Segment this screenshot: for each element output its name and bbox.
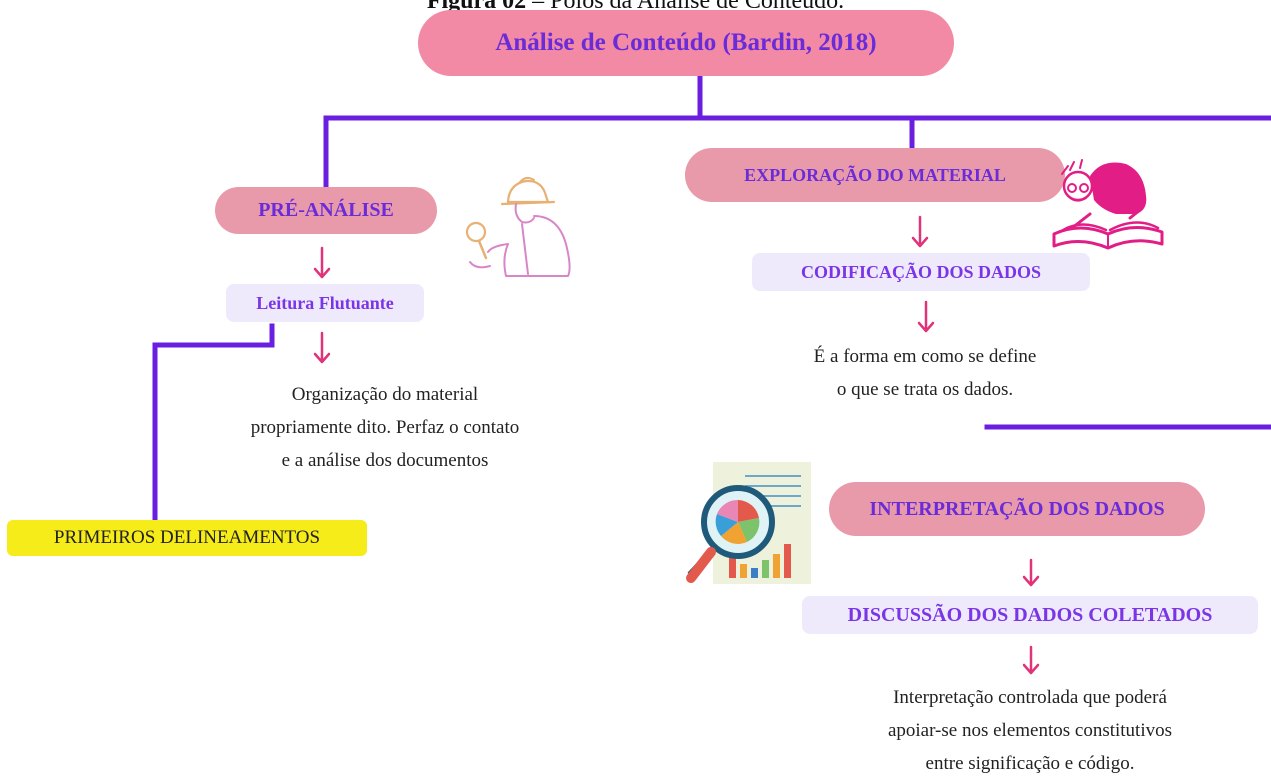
description-line: Interpretação controlada que poderá	[893, 687, 1167, 708]
arrow-int-1	[1022, 558, 1040, 587]
description-line: É a forma em como se define	[813, 346, 1037, 367]
pre-analise-title: PRÉ-ANÁLISE	[215, 187, 437, 234]
description-line: o que se trata os dados.	[836, 379, 1014, 400]
pre-analise-description: Organização do material propriamente dit…	[220, 378, 550, 477]
arrow-exp-2	[917, 300, 935, 333]
branch-delineamentos	[152, 323, 275, 525]
reading-person-book-icon	[1052, 159, 1164, 250]
chart-magnifier-icon	[686, 462, 811, 584]
description-line: apoiar-se nos elementos constitutivos	[887, 720, 1173, 741]
arrow-exp-1	[911, 215, 929, 248]
primeiros-delineamentos-badge: PRIMEIROS DELINEAMENTOS	[7, 520, 367, 556]
description-line: e a análise dos documentos	[281, 450, 489, 471]
arrow-int-2	[1022, 645, 1040, 675]
interpretacao-title: INTERPRETAÇÃO DOS DADOS	[829, 482, 1205, 536]
description-line: entre significação e código.	[925, 753, 1135, 774]
description-line: Organização do material	[291, 384, 479, 405]
description-line: propriamente dito. Perfaz o contato	[250, 417, 520, 438]
root-title: Análise de Conteúdo (Bardin, 2018)	[418, 10, 954, 76]
arrow-pre-2	[313, 331, 331, 364]
pre-analise-step: Leitura Flutuante	[226, 284, 424, 322]
exploracao-description: É a forma em como se define o que se tra…	[760, 340, 1090, 406]
detective-magnifier-icon	[465, 176, 571, 277]
exploracao-step: CODIFICAÇÃO DOS DADOS	[752, 253, 1090, 291]
exploracao-title: EXPLORAÇÃO DO MATERIAL	[685, 148, 1065, 202]
interpretacao-step: DISCUSSÃO DOS DADOS COLETADOS	[802, 596, 1258, 634]
arrow-pre-1	[313, 246, 331, 279]
interpretacao-description: Interpretação controlada que poderá apoi…	[820, 681, 1240, 780]
